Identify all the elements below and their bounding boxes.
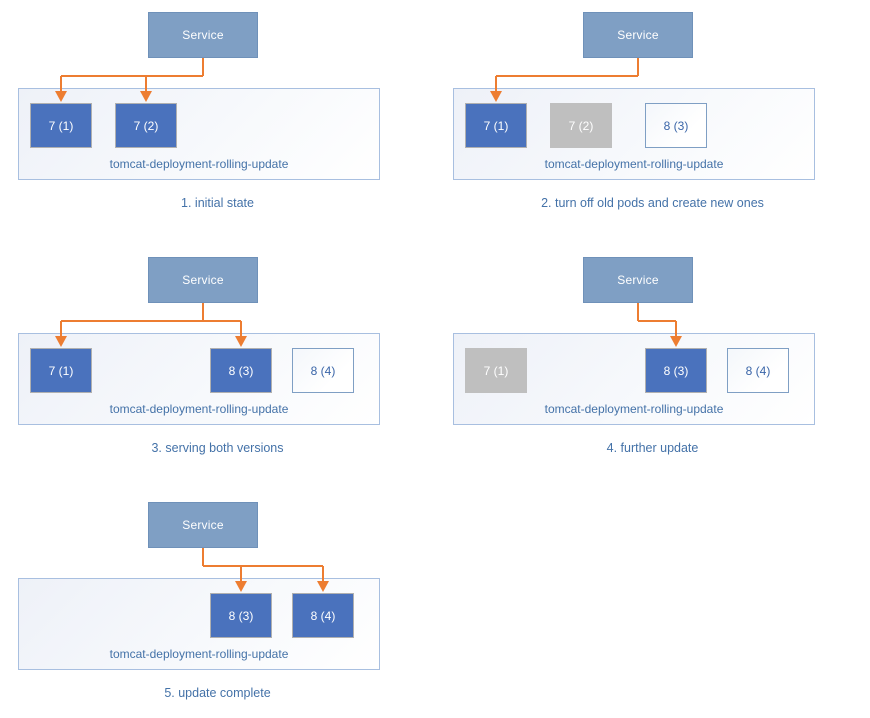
- panel-caption: 1. initial state: [181, 196, 254, 210]
- pod-box: 8 (4): [292, 348, 354, 393]
- deployment-label: tomcat-deployment-rolling-update: [109, 157, 289, 171]
- pod-box: 7 (2): [550, 103, 612, 148]
- panel-canvas: tomcat-deployment-rolling-update 8 (3) 8 (…: [0, 490, 435, 710]
- panel-canvas: tomcat-deployment-rolling-update 7 (1) 7 (…: [435, 0, 870, 220]
- pod-box: 7 (1): [30, 103, 92, 148]
- state-panel: tomcat-deployment-rolling-update 7 (1) 7 (…: [0, 0, 435, 220]
- panel-caption: 5. update complete: [164, 686, 271, 700]
- deployment-label: tomcat-deployment-rolling-update: [544, 157, 724, 171]
- state-panel: tomcat-deployment-rolling-update 8 (3) 8 (…: [0, 490, 435, 710]
- service-box: Service: [148, 502, 258, 548]
- pod-box: 8 (3): [210, 348, 272, 393]
- panel-caption: 3. serving both versions: [151, 441, 284, 455]
- pod-box: 8 (3): [210, 593, 272, 638]
- panel-canvas: tomcat-deployment-rolling-update 7 (1) 8 (…: [0, 245, 435, 465]
- pod-box: 8 (3): [645, 348, 707, 393]
- state-panel: tomcat-deployment-rolling-update 7 (1) 8 (…: [0, 245, 435, 465]
- pod-box: 7 (1): [465, 103, 527, 148]
- panel-canvas: tomcat-deployment-rolling-update 7 (1) 7 (…: [0, 0, 435, 220]
- service-box: Service: [583, 12, 693, 58]
- deployment-label: tomcat-deployment-rolling-update: [544, 402, 724, 416]
- service-box: Service: [148, 12, 258, 58]
- pod-box: 8 (4): [727, 348, 789, 393]
- pod-box: 8 (4): [292, 593, 354, 638]
- pod-box: 7 (1): [465, 348, 527, 393]
- state-panel: tomcat-deployment-rolling-update 7 (1) 8 (…: [435, 245, 870, 465]
- state-panel: tomcat-deployment-rolling-update 7 (1) 7 (…: [435, 0, 870, 220]
- pod-box: 7 (2): [115, 103, 177, 148]
- panel-caption: 2. turn off old pods and create new ones: [541, 196, 764, 210]
- deployment-label: tomcat-deployment-rolling-update: [109, 647, 289, 661]
- panel-canvas: tomcat-deployment-rolling-update 7 (1) 8 (…: [435, 245, 870, 465]
- deployment-label: tomcat-deployment-rolling-update: [109, 402, 289, 416]
- panel-caption: 4. further update: [606, 441, 699, 455]
- service-box: Service: [583, 257, 693, 303]
- pod-box: 8 (3): [645, 103, 707, 148]
- service-box: Service: [148, 257, 258, 303]
- pod-box: 7 (1): [30, 348, 92, 393]
